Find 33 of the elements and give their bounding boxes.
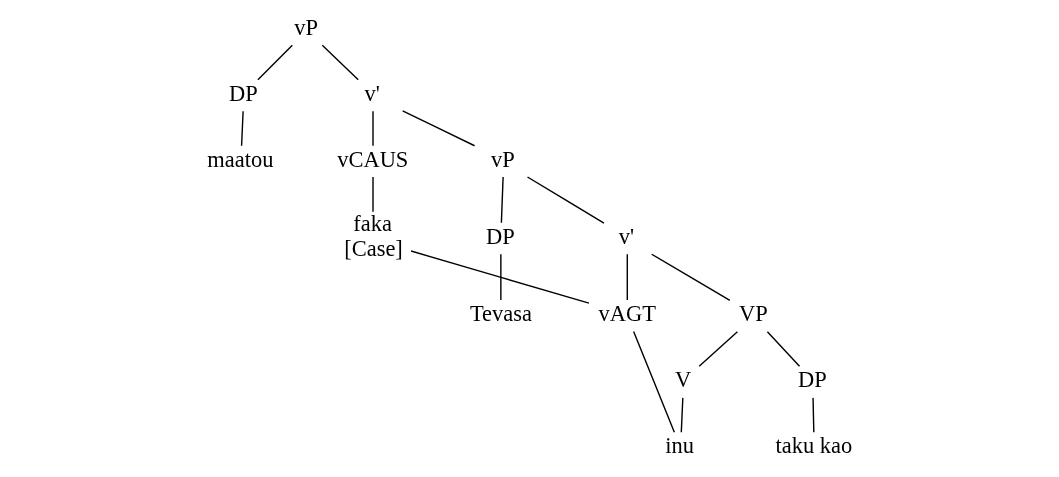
connector bbox=[500, 176, 504, 224]
connector bbox=[371, 110, 374, 147]
node-text: taku kao bbox=[775, 433, 852, 459]
node-text: maatou bbox=[206, 146, 273, 172]
connector bbox=[526, 176, 605, 224]
node-text: vAGT bbox=[597, 301, 656, 327]
connector bbox=[499, 253, 502, 301]
node-text: Tevasa bbox=[469, 301, 532, 327]
node-text: vP bbox=[490, 146, 515, 172]
node-text: vCAUS bbox=[336, 146, 408, 172]
connector bbox=[256, 44, 293, 81]
connector bbox=[811, 397, 815, 433]
node-text: v' bbox=[618, 223, 634, 249]
node-text: V bbox=[674, 367, 691, 393]
connector bbox=[321, 44, 359, 81]
connector bbox=[632, 330, 675, 433]
connector bbox=[371, 176, 374, 213]
connector bbox=[240, 110, 244, 147]
node-text: vP bbox=[293, 14, 318, 40]
node-text: faka [Case] bbox=[343, 211, 403, 262]
connector bbox=[409, 250, 590, 304]
connector bbox=[401, 110, 475, 147]
node-text: DP bbox=[485, 223, 515, 249]
connector bbox=[766, 331, 800, 367]
node-text: inu bbox=[664, 433, 694, 459]
connector bbox=[650, 253, 731, 301]
node-text: v' bbox=[364, 80, 380, 106]
node-text: DP bbox=[797, 367, 827, 393]
node-text: VP bbox=[738, 301, 768, 327]
connector bbox=[680, 397, 684, 433]
connector bbox=[698, 331, 738, 367]
connector bbox=[626, 253, 628, 301]
node-text: DP bbox=[228, 80, 258, 106]
